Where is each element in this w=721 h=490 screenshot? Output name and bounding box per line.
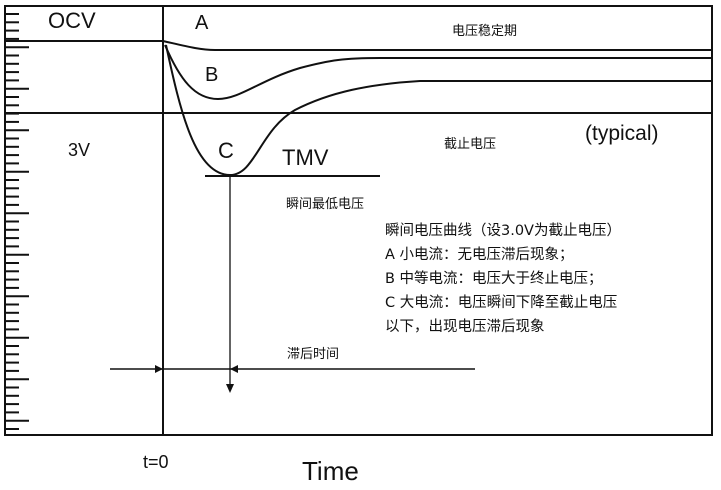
curve-b-label: B	[205, 64, 219, 86]
note-line: B 中等电流：电压大于终止电压；	[385, 271, 603, 287]
arrow-left-icon	[230, 365, 238, 373]
axis-ticks	[5, 13, 29, 430]
arrow-down-icon	[226, 384, 234, 393]
note-line: A 小电流：无电压滞后现象；	[385, 247, 574, 263]
time-axis-label: Time	[302, 456, 359, 486]
lag-time-label: 滞后时间	[287, 347, 340, 362]
ocv-label: OCV	[48, 8, 96, 33]
tmv-label: TMV	[282, 145, 329, 170]
note-line: 以下，出现电压滞后现象	[385, 319, 545, 335]
curve-c	[165, 44, 712, 177]
curve-a	[162, 40, 712, 51]
legend-notes: 瞬间电压曲线（设3.0V为截止电压） A 小电流：无电压滞后现象； B 中等电流…	[385, 219, 621, 339]
cutoff-voltage-label: 截止电压	[444, 137, 497, 152]
t0-label: t=0	[143, 452, 169, 472]
curve-b	[164, 44, 712, 101]
note-line: 瞬间电压曲线（设3.0V为截止电压）	[385, 223, 621, 239]
note-line: C 大电流：电压瞬间下降至截止电压	[385, 295, 618, 311]
min-voltage-label: 瞬间最低电压	[286, 197, 365, 212]
3v-label: 3V	[68, 140, 91, 160]
typical-label: (typical)	[585, 122, 659, 145]
curve-c-label: C	[218, 138, 234, 163]
curve-a-label: A	[195, 12, 209, 34]
arrow-right-icon	[155, 365, 163, 373]
stable-period-label: 电压稳定期	[452, 24, 518, 39]
